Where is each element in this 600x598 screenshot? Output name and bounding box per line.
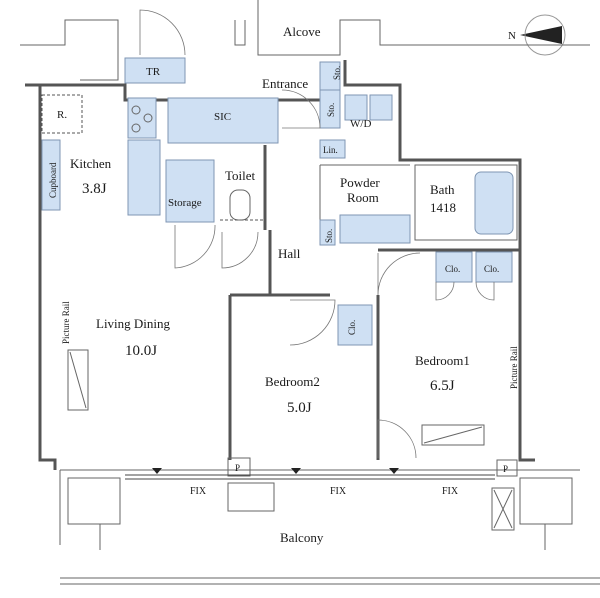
alcove-label: Alcove <box>283 24 321 39</box>
p-left-label: P <box>235 463 240 473</box>
lin-label: Lin. <box>323 145 338 155</box>
compass-letter: N <box>508 30 516 42</box>
kitchen-size: 3.8J <box>82 181 107 197</box>
sto-top-label: Sto. <box>332 66 342 80</box>
powder-label-1: Powder <box>340 175 380 190</box>
bathtub <box>474 171 514 235</box>
bedroom2-label: Bedroom2 <box>265 374 320 389</box>
closet-bed2-label: Clo. <box>347 320 357 335</box>
ac-unit-left <box>67 477 121 525</box>
window-marker-1 <box>152 468 162 474</box>
wd-label: W/D <box>350 118 371 130</box>
refrigerator-label: R. <box>57 109 67 121</box>
p-right-label: P <box>503 464 508 474</box>
hall-label: Hall <box>278 246 301 261</box>
pipe-shaft-right <box>496 459 518 477</box>
cupboard-label: Cupboard <box>48 162 58 198</box>
bath-size: 1418 <box>430 200 456 215</box>
compass: N <box>508 14 566 56</box>
wd-box <box>344 94 368 121</box>
sto-mid-label: Sto. <box>326 103 336 117</box>
vanity-box <box>339 214 411 244</box>
bedroom2-size: 5.0J <box>287 400 312 416</box>
lin-box <box>319 139 346 159</box>
tr-box <box>124 57 186 84</box>
kitchen-label: Kitchen <box>70 156 112 171</box>
picture-rail-right: Picture Rail <box>509 346 519 389</box>
closet-bed2 <box>337 304 373 346</box>
sic-label: SIC <box>214 111 231 123</box>
sic-box <box>167 97 279 144</box>
entrance-label: Entrance <box>262 76 308 91</box>
refrigerator-box <box>41 94 83 134</box>
tr-label: TR <box>146 66 161 78</box>
closet-right-label: Clo. <box>484 264 499 274</box>
balcony-label: Balcony <box>280 530 324 545</box>
fix-label-1: FIX <box>190 486 207 497</box>
counter-box <box>127 139 161 216</box>
hatch-box <box>491 487 515 531</box>
sto-hall-box <box>319 219 336 246</box>
bath-room <box>414 164 518 241</box>
cupboard-box <box>41 139 61 211</box>
ac-box <box>421 424 485 446</box>
window-marker-2 <box>291 468 301 474</box>
storage-label: Storage <box>168 197 202 209</box>
outdoor-unit <box>227 482 275 512</box>
bedroom1-label: Bedroom1 <box>415 353 470 368</box>
fix-label-3: FIX <box>442 486 459 497</box>
sto-hall-label: Sto. <box>324 229 334 243</box>
powder-label-2: Room <box>347 190 379 205</box>
ac-unit-right <box>519 477 573 525</box>
compass-ring <box>524 14 566 56</box>
window-marker-3 <box>389 468 399 474</box>
stove-box <box>127 97 157 139</box>
fix-label-2: FIX <box>330 486 347 497</box>
closet-left <box>435 251 473 283</box>
bedroom1-size: 6.5J <box>430 378 455 394</box>
north-arrow-icon <box>520 26 562 44</box>
pipe-shaft-left <box>227 457 251 477</box>
living-size: 10.0J <box>125 343 157 359</box>
closet-left-label: Clo. <box>445 264 460 274</box>
picture-rail-left: Picture Rail <box>61 301 71 344</box>
toilet-label: Toilet <box>225 168 256 183</box>
tv-box <box>67 349 89 411</box>
storage-box <box>165 159 215 223</box>
living-label: Living Dining <box>96 316 171 331</box>
bath-label: Bath <box>430 182 455 197</box>
closet-right <box>475 251 513 283</box>
